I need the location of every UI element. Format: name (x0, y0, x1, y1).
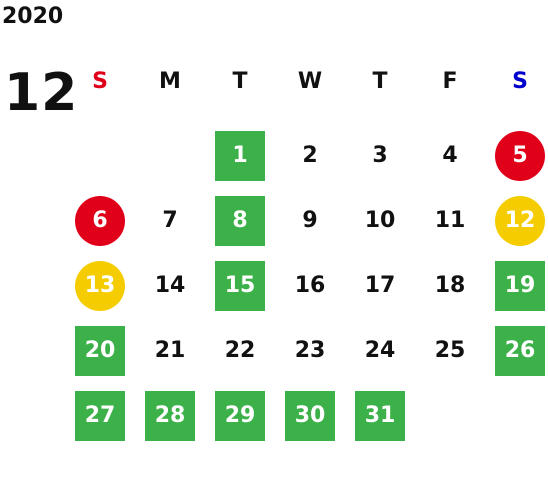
day-cell: 25 (415, 318, 485, 383)
day-cell: 14 (135, 253, 205, 318)
calendar-year: 2020 (2, 4, 64, 29)
day-badge-green: 15 (215, 260, 265, 311)
day-number: 3 (372, 143, 388, 168)
day-cell: 2 (275, 123, 345, 188)
day-badge-yellow: 12 (495, 195, 545, 246)
day-badge-green: 30 (285, 390, 335, 441)
day-number: 14 (154, 273, 186, 298)
day-cell: 30 (275, 383, 345, 448)
day-cell: 11 (415, 188, 485, 253)
day-cell: 29 (205, 383, 275, 448)
day-cell: 22 (205, 318, 275, 383)
day-number: 16 (294, 273, 326, 298)
day-badge-green: 28 (145, 390, 195, 441)
day-number: 10 (364, 208, 396, 233)
day-badge-green: 1 (215, 130, 265, 181)
day-number: 9 (302, 208, 318, 233)
weekday-header-tue: T (232, 68, 248, 94)
day-cell: 7 (135, 188, 205, 253)
day-badge-green: 31 (355, 390, 405, 441)
day-badge-green: 29 (215, 390, 265, 441)
day-number: 23 (294, 338, 326, 363)
day-number: 21 (154, 338, 186, 363)
day-cell: 21 (135, 318, 205, 383)
day-cell: 26 (485, 318, 548, 383)
weekday-header-sat: S (512, 68, 528, 94)
day-cell: 1 (205, 123, 275, 188)
day-cell: 5 (485, 123, 548, 188)
day-cell: 6 (65, 188, 135, 253)
day-cell: 8 (205, 188, 275, 253)
day-badge-green: 8 (215, 195, 265, 246)
day-cell: 28 (135, 383, 205, 448)
day-badge-green: 20 (75, 325, 125, 376)
day-cell: 23 (275, 318, 345, 383)
day-badge-green: 19 (495, 260, 545, 311)
day-cell: 31 (345, 383, 415, 448)
day-number: 25 (434, 338, 466, 363)
day-badge-green: 26 (495, 325, 545, 376)
day-cell: 10 (345, 188, 415, 253)
day-number: 7 (162, 208, 178, 233)
day-cell: 15 (205, 253, 275, 318)
day-badge-red: 5 (495, 130, 545, 181)
weekday-header-mon: M (159, 68, 181, 94)
day-number: 11 (434, 208, 466, 233)
empty-day-cell (65, 123, 135, 188)
day-cell: 9 (275, 188, 345, 253)
day-cell: 3 (345, 123, 415, 188)
day-cell: 19 (485, 253, 548, 318)
day-number: 4 (442, 143, 458, 168)
weekday-header-thu: T (372, 68, 388, 94)
weekday-header-fri: F (442, 68, 458, 94)
day-number: 24 (364, 338, 396, 363)
day-number: 2 (302, 143, 318, 168)
day-number: 22 (224, 338, 256, 363)
day-badge-green: 27 (75, 390, 125, 441)
day-badge-red: 6 (75, 195, 125, 246)
day-cell: 24 (345, 318, 415, 383)
day-cell: 18 (415, 253, 485, 318)
day-cell: 4 (415, 123, 485, 188)
day-number: 17 (364, 273, 396, 298)
day-badge-yellow: 13 (75, 260, 125, 311)
day-cell: 27 (65, 383, 135, 448)
calendar-month: 12 (4, 63, 79, 123)
weekday-header-wed: W (297, 68, 323, 94)
day-cell: 17 (345, 253, 415, 318)
day-cell: 13 (65, 253, 135, 318)
day-cell: 16 (275, 253, 345, 318)
day-cell: 12 (485, 188, 548, 253)
day-number: 18 (434, 273, 466, 298)
day-cell: 20 (65, 318, 135, 383)
weekday-header-sun: S (92, 68, 108, 94)
empty-day-cell (135, 123, 205, 188)
